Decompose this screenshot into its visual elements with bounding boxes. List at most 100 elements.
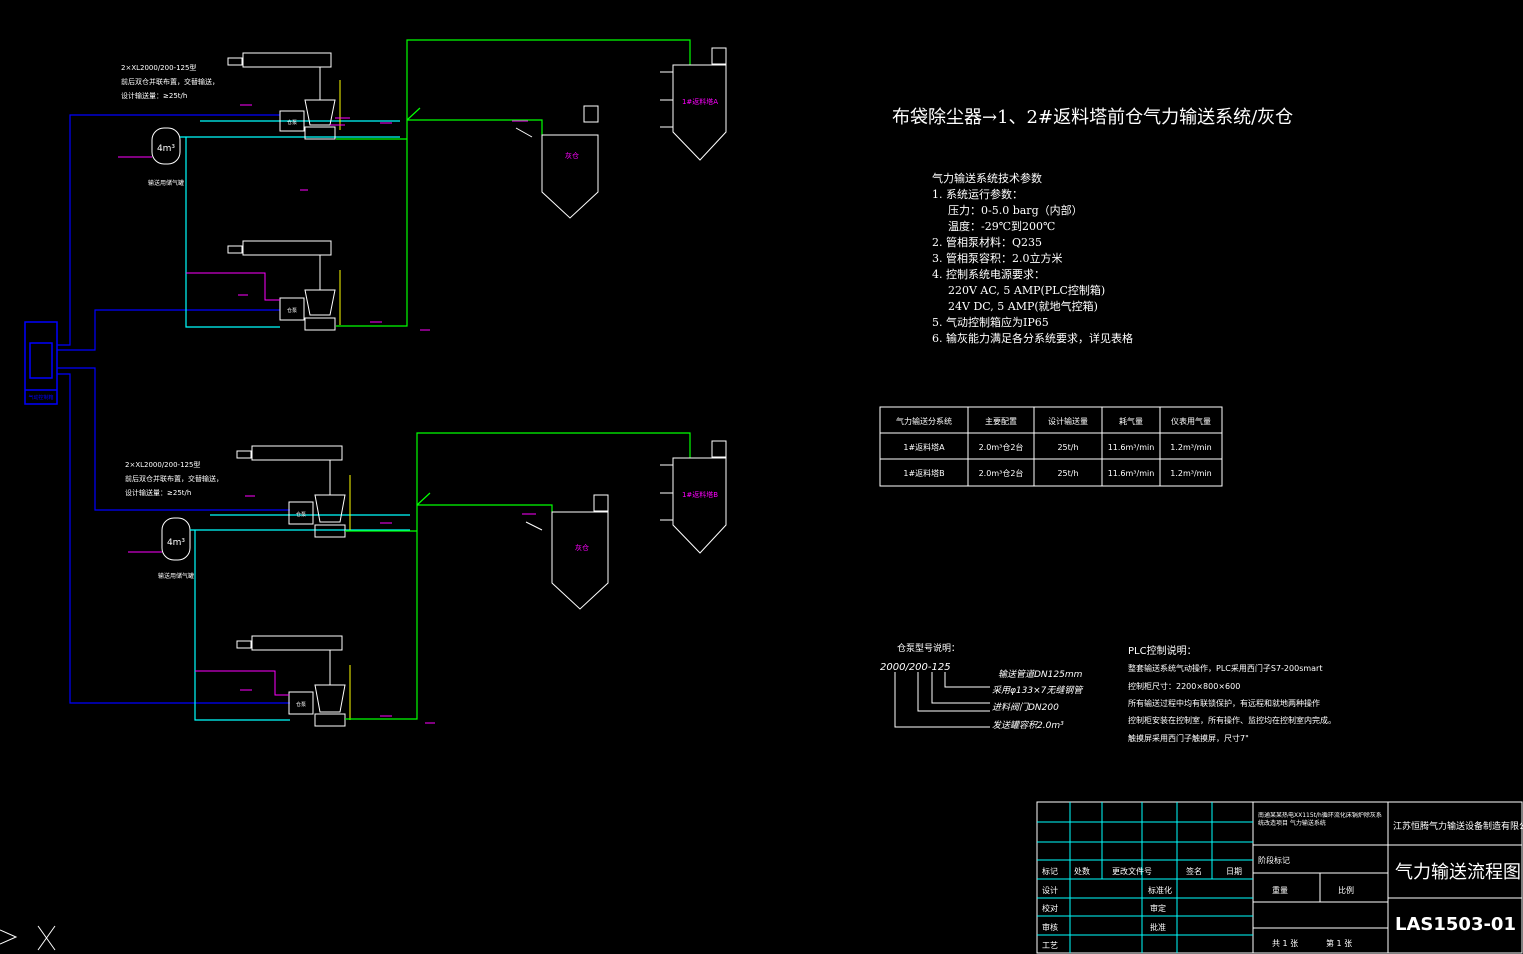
table-header: 主要配置: [985, 416, 1017, 426]
tech-line: 5. 气动控制箱应为IP65: [932, 315, 1049, 329]
ucs-icon: [0, 925, 56, 951]
tb-cell: 重量: [1272, 885, 1288, 895]
air-tank: [151, 127, 181, 165]
table-cell: 11.6m³/min: [1108, 443, 1155, 452]
pump-unit: 仓泵: [227, 52, 345, 140]
tb-cell: 共 1 张: [1272, 939, 1298, 948]
ash-label: 灰仓: [575, 543, 589, 552]
tb-cell: 设计: [1042, 885, 1058, 895]
tech-heading: 气力输送系统技术参数: [932, 171, 1042, 185]
upper-system: 4m³ 输送用储气罐 2×XL2000/200-125型 前后双仓并联布置，交替…: [118, 39, 727, 331]
air-tank-caption: 输送用储气罐: [158, 572, 194, 580]
plc-line: 触摸屏采用西门子触摸屏，尺寸7": [1128, 733, 1249, 743]
cabinet-label: 气动控制箱: [28, 394, 53, 401]
tech-line: 压力：0-5.0 barg（内部）: [948, 203, 1083, 217]
tb-cell: 更改文件号: [1112, 866, 1152, 876]
tb-cell: 批准: [1150, 922, 1166, 932]
tb-cell: 比例: [1338, 885, 1354, 895]
title-block: [1036, 801, 1523, 954]
plc-line: 所有输送过程中均有联锁保护，有远程和就地两种操作: [1128, 698, 1320, 708]
pump-label: 仓泵: [287, 119, 297, 126]
tb-cell: 日期: [1226, 867, 1242, 876]
pump-label: 仓泵: [296, 701, 306, 708]
model-item: 发送罐容积2.0m³: [992, 720, 1064, 731]
table-cell: 25t/h: [1057, 469, 1078, 478]
model-item: 采用φ133×7无缝钢管: [992, 685, 1084, 696]
silo-label: 1#返料塔A: [682, 97, 718, 106]
air-tank: [161, 517, 191, 561]
table-cell: 25t/h: [1057, 443, 1078, 452]
ash-label: 灰仓: [565, 151, 579, 160]
param-table: [879, 406, 1223, 487]
tb-cell: 标记: [1042, 866, 1058, 876]
plc-notes: PLC控制说明： 整套输送系统气动操作，PLC采用西门子S7-200smart …: [1128, 644, 1336, 743]
pump-unit: 仓泵: [236, 445, 351, 538]
tech-line: 24V DC, 5 AMP(就地气控箱): [948, 299, 1098, 313]
model-code: 2000/200-125: [880, 662, 951, 673]
tb-cell: 第 1 张: [1326, 938, 1352, 948]
tech-line: 2. 管相泵材料：Q235: [932, 235, 1042, 249]
system-note: 设计输送量：≥25t/h: [121, 91, 187, 100]
pump-unit: 仓泵: [186, 240, 341, 331]
air-tank-label: 4m³: [157, 144, 175, 154]
tag-marks: [238, 104, 536, 724]
lower-system: 4m³ 输送用储气罐 2×XL2000/200-125型 前后双仓并联布置，交替…: [125, 432, 727, 727]
plc-line: 控制柜安装在控制室，所有操作、监控均在控制室内完成。: [1128, 715, 1336, 725]
air-tank-caption: 输送用储气罐: [148, 179, 184, 187]
table-header: 设计输送量: [1048, 416, 1088, 426]
silo-a: [672, 47, 727, 161]
tb-cell: 处数: [1074, 866, 1090, 876]
table-cell: 2.0m³仓2台: [979, 468, 1024, 478]
model-heading: 仓泵型号说明：: [897, 642, 960, 654]
table-header: 仪表用气量: [1171, 416, 1211, 426]
company-name: 江苏恒腾气力输送设备制造有限公司: [1393, 820, 1523, 832]
table-cell: 1.2m³/min: [1170, 443, 1212, 452]
drawing-number: LAS1503-01: [1395, 914, 1516, 935]
tb-cell: 阶段标记: [1258, 855, 1290, 865]
tech-line: 6. 输灰能力满足各分系统要求，详见表格: [932, 331, 1133, 345]
plc-line: 控制柜尺寸：2200×800×600: [1128, 681, 1240, 691]
tech-params: 气力输送系统技术参数 1. 系统运行参数： 压力：0-5.0 barg（内部） …: [932, 171, 1133, 345]
drawing-name: 气力输送流程图: [1395, 862, 1521, 883]
project-name: 南通某某热电XX115t/h循环流化床锅炉除灰系统改造项目 气力输送系统: [1258, 812, 1382, 827]
silo-label: 1#返料塔B: [682, 490, 718, 499]
plc-line: 整套输送系统气动操作，PLC采用西门子S7-200smart: [1128, 663, 1322, 673]
ash-silo: [551, 494, 609, 610]
pump-label: 仓泵: [287, 307, 297, 314]
title-grid: [1037, 802, 1253, 953]
pump-unit: 仓泵: [195, 635, 351, 727]
table-cell: 2.0m³仓2台: [979, 442, 1024, 452]
tech-line: 温度：-29℃到200℃: [948, 219, 1055, 233]
table-cell: 11.6m³/min: [1108, 469, 1155, 478]
silo-b: [672, 440, 727, 554]
tb-cell: 签名: [1186, 866, 1202, 876]
title-block-text: 标记 处数 更改文件号 签名 日期 设计 标准化 校对 审定 审核 批准 工艺 …: [1042, 855, 1354, 950]
tech-line: 4. 控制系统电源要求：: [932, 267, 1045, 281]
tb-cell: 工艺: [1042, 941, 1058, 950]
ash-silo: [541, 105, 599, 219]
tech-line: 3. 管相泵容积：2.0立方米: [932, 251, 1063, 265]
drawing-title: 布袋除尘器→1、2#返料塔前仓气力输送系统/灰仓: [892, 107, 1293, 128]
model-item: 进料阀门DN200: [992, 702, 1059, 713]
table-header: 气力输送分系统: [896, 416, 952, 426]
system-note: 2×XL2000/200-125型: [121, 63, 196, 72]
system-note: 前后双仓并联布置，交替输送，: [125, 474, 223, 483]
table-text: 气力输送分系统 主要配置 设计输送量 耗气量 仪表用气量 1#返料塔A 2.0m…: [896, 416, 1212, 478]
table-cell: 1#返料塔A: [903, 442, 945, 452]
model-item: 输送管道DN125mm: [998, 669, 1083, 680]
system-note: 设计输送量：≥25t/h: [125, 488, 191, 497]
model-legend: 仓泵型号说明： 2000/200-125 输送管道DN125mm 采用φ133×…: [880, 642, 1084, 731]
table-cell: 1#返料塔B: [903, 468, 944, 478]
system-note: 前后双仓并联布置，交替输送，: [121, 77, 219, 86]
tb-cell: 标准化: [1148, 885, 1172, 895]
air-tank-label: 4m³: [167, 538, 185, 548]
table-header: 耗气量: [1119, 416, 1143, 426]
plc-heading: PLC控制说明：: [1128, 644, 1197, 657]
tb-cell: 审定: [1150, 903, 1166, 913]
control-cabinet: [24, 321, 58, 405]
pump-label: 仓泵: [296, 511, 306, 518]
tech-line: 1. 系统运行参数：: [932, 187, 1023, 201]
blue-lines: [57, 114, 290, 704]
table-cell: 1.2m³/min: [1170, 469, 1212, 478]
system-note: 2×XL2000/200-125型: [125, 460, 200, 469]
